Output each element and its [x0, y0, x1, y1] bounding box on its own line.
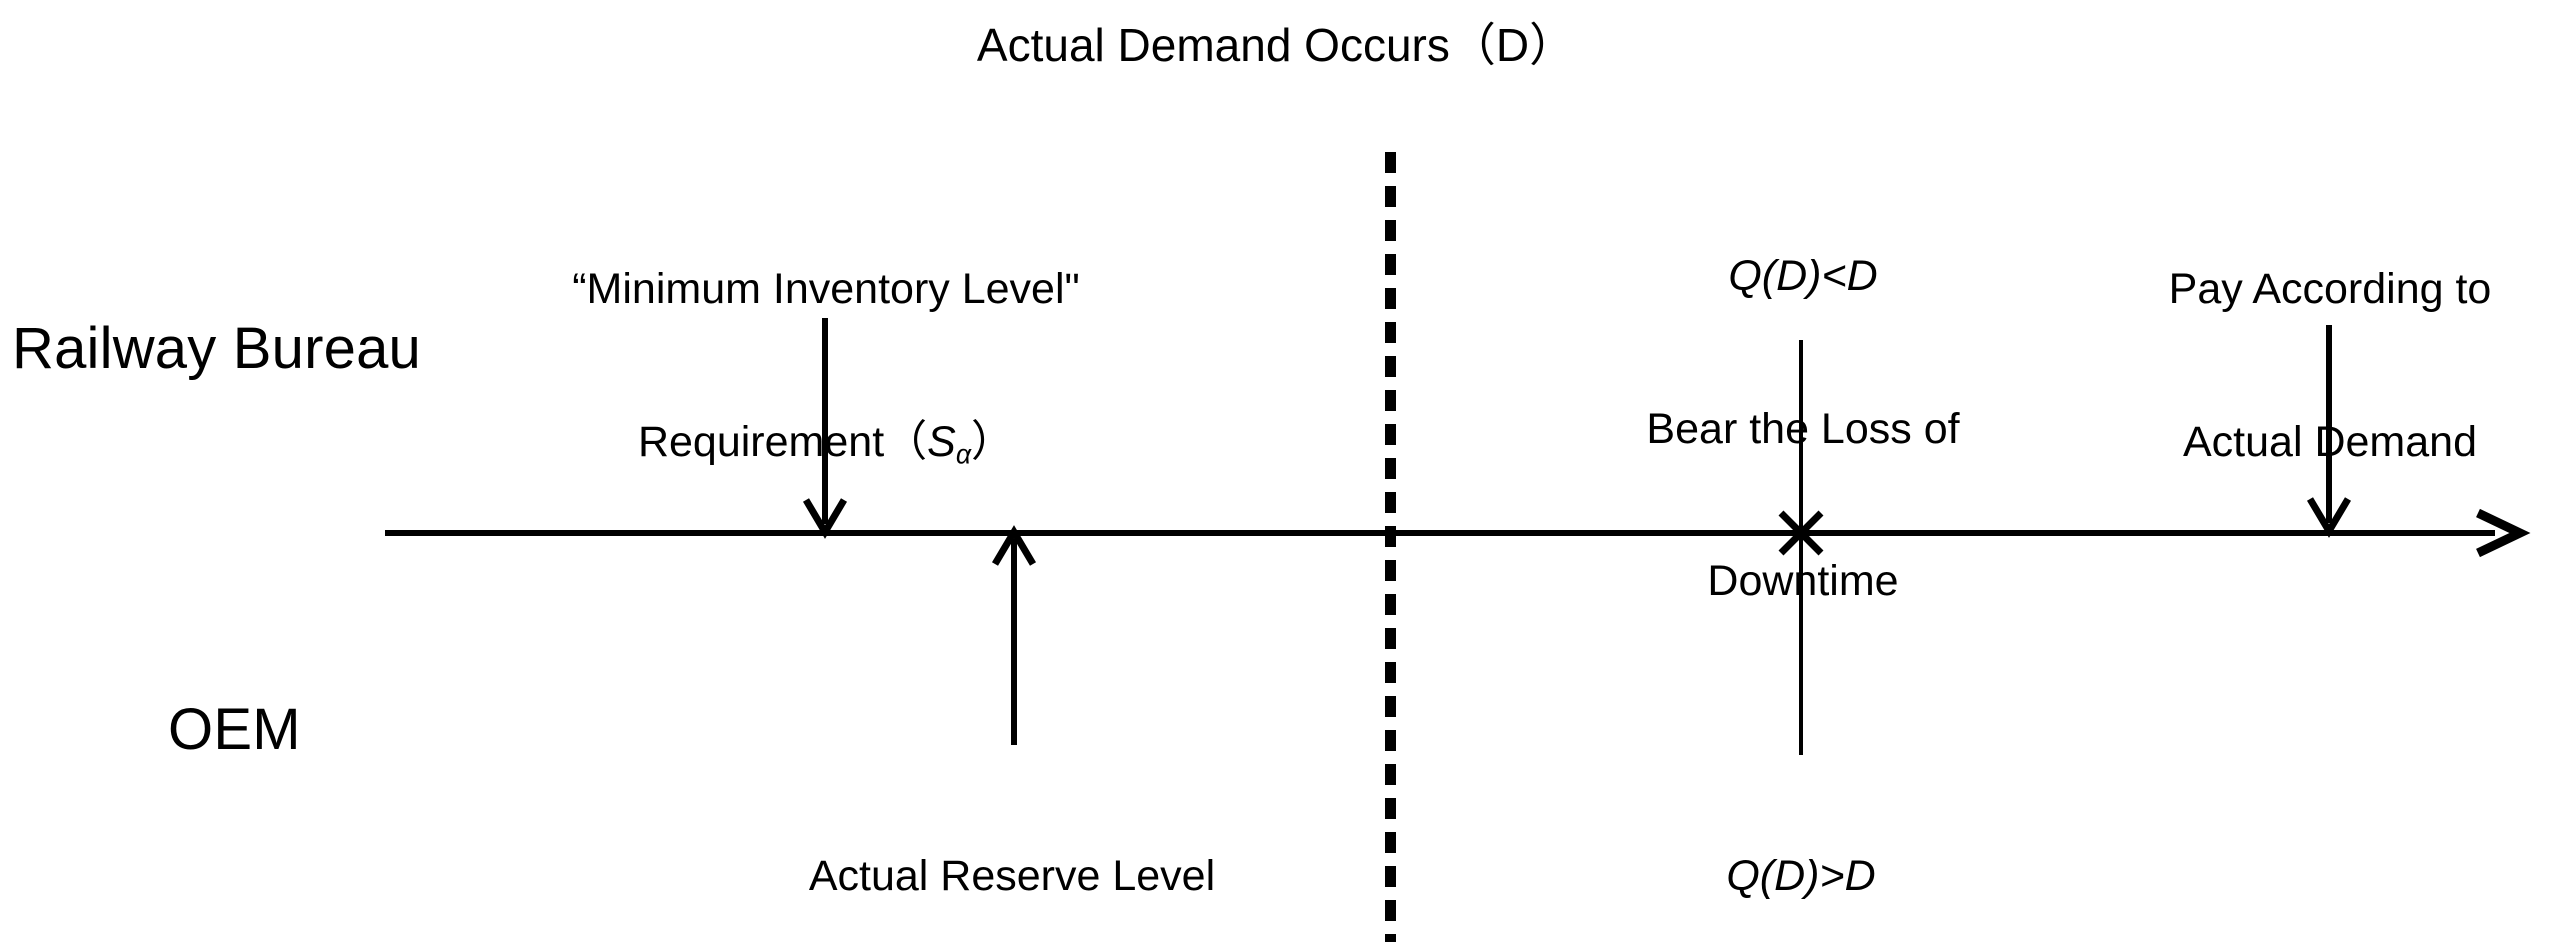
x-cross-marker-icon — [1778, 510, 1824, 556]
min-inventory-annotation: “Minimum Inventory Level" Requirement（Sα… — [572, 163, 1080, 572]
surplus-condition-formula: Q(D)>D — [1726, 852, 1876, 901]
oem-label: OEM — [168, 697, 301, 762]
railway-bureau-label: Railway Bureau — [12, 316, 421, 381]
actual-reserve-up-arrow-icon — [991, 525, 1037, 745]
axis-arrowhead-icon — [2476, 508, 2531, 558]
page-title: Actual Demand Occurs（D） — [976, 19, 1576, 71]
min-inventory-paren-open: （ — [884, 417, 928, 466]
min-inventory-symbol-subscript: α — [955, 439, 972, 470]
min-inventory-line-2: Requirement（Sα） — [572, 417, 1080, 471]
demand-event-divider-line — [1385, 152, 1396, 942]
min-inventory-down-arrow-icon — [802, 318, 848, 539]
payment-annotation: Pay According to Actual Demand — [2169, 163, 2492, 569]
min-inventory-symbol-base: S — [927, 417, 956, 466]
min-inventory-line-1: “Minimum Inventory Level" — [572, 265, 1080, 314]
payment-down-arrow-icon — [2306, 325, 2352, 538]
surplus-outcome-annotation: Q(D)>D Obtain Surplus Value — [1599, 750, 2002, 942]
shortage-condition-formula: Q(D)<D — [1728, 252, 1878, 301]
min-inventory-requirement-text: Requirement — [637, 417, 885, 466]
min-inventory-paren-close: ） — [971, 417, 1015, 466]
payment-line-2: Actual Demand — [2182, 417, 2477, 466]
shortage-line-2: Bear the Loss of — [1646, 404, 1960, 453]
actual-reserve-line-1: Actual Reserve Level — [808, 852, 1216, 901]
payment-line-1: Pay According to — [2168, 265, 2492, 314]
outcome-connector-line — [1799, 340, 1803, 755]
shortage-line-3: Downtime — [1707, 556, 1899, 605]
timeline-axis — [385, 530, 2495, 536]
shortage-outcome-annotation: Q(D)<D Bear the Loss of Downtime — [1646, 150, 1959, 708]
actual-reserve-annotation: Actual Reserve Level Q(D) — [809, 750, 1215, 942]
